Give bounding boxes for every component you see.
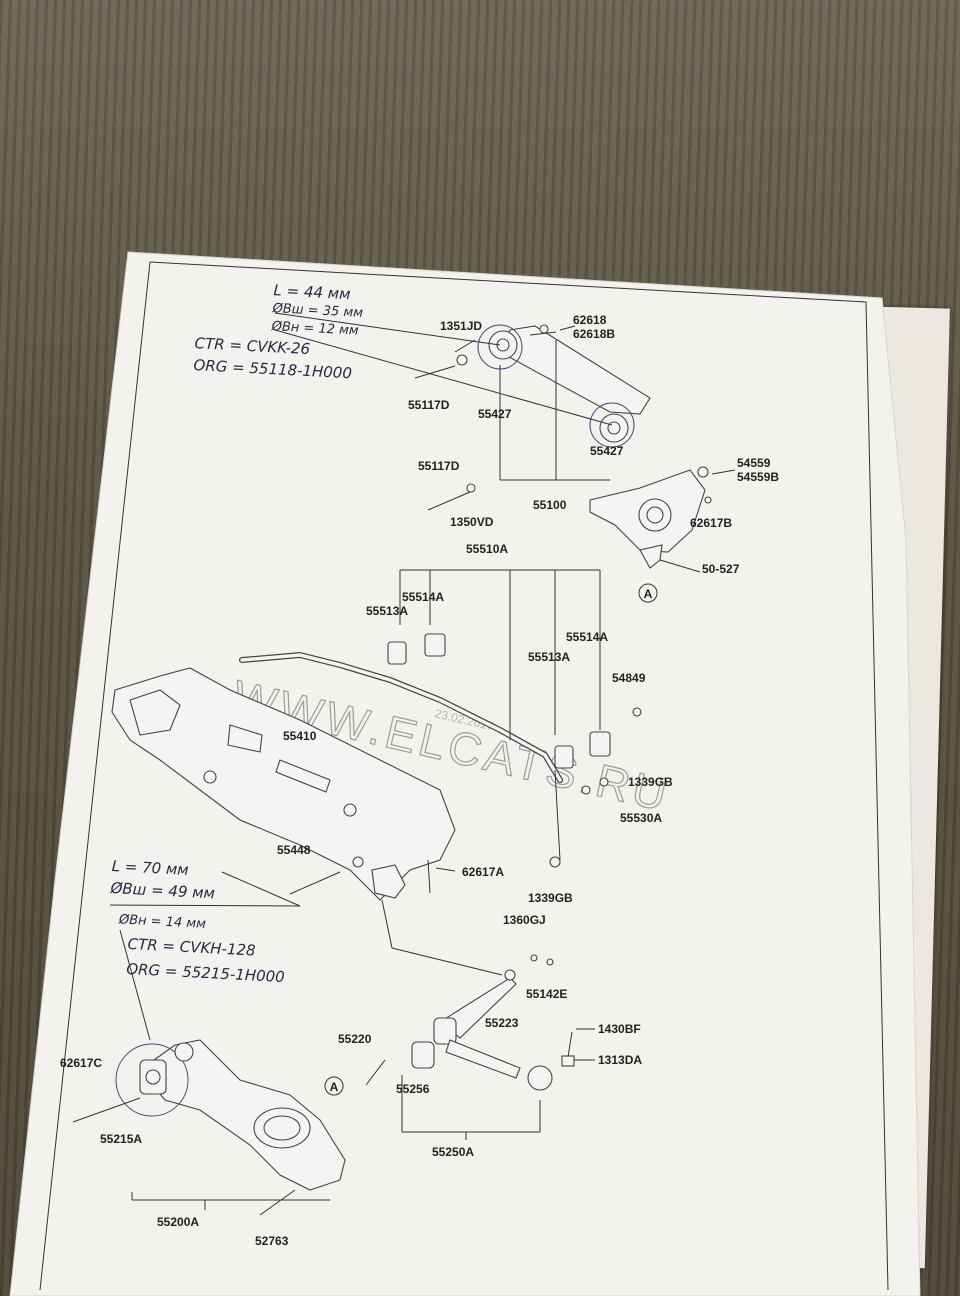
trailing-link — [365, 954, 595, 1140]
svg-text:A: A — [644, 587, 653, 601]
part-label: 1350VD — [450, 515, 494, 529]
note-bottom-line2: ØВш = 49 мм — [109, 879, 215, 902]
part-label: 55200A — [157, 1215, 199, 1229]
part-label: 62617B — [690, 516, 732, 530]
part-label: 62617A — [462, 865, 504, 879]
part-label: 1360GJ — [503, 913, 546, 927]
part-label: 54559B — [737, 470, 779, 484]
part-label: 55514A — [566, 630, 608, 644]
part-label: 55513A — [528, 650, 570, 664]
part-label: 1351JD — [440, 319, 482, 333]
part-label: 55100 — [533, 498, 567, 512]
knuckle — [589, 466, 736, 573]
note-bottom-line1: L = 70 мм — [111, 857, 189, 879]
part-label: 62618B — [573, 327, 615, 341]
upper-arm-assembly — [274, 312, 651, 511]
note-top-line1: L = 44 мм — [273, 281, 351, 303]
marker-a-arm: A — [324, 1076, 344, 1096]
crossmember-subframe — [109, 667, 503, 976]
part-label: 55448 — [277, 843, 311, 857]
note-top-line3: ØВн = 12 мм — [270, 319, 359, 339]
part-label: 1313DA — [598, 1053, 642, 1067]
part-label: 55510A — [466, 542, 508, 556]
part-label: 55215A — [100, 1132, 142, 1146]
part-label: 1339GB — [528, 891, 573, 905]
part-label: 55530A — [620, 811, 662, 825]
diagram-frame — [149, 261, 889, 1291]
part-label: 55220 — [338, 1032, 372, 1046]
part-label: 54849 — [612, 671, 646, 685]
stabilizer-bar — [239, 569, 642, 868]
part-label: 55256 — [396, 1082, 430, 1096]
part-label: 55410 — [283, 729, 317, 743]
part-label: 55117D — [418, 459, 460, 473]
part-label: 55427 — [478, 407, 512, 421]
part-label: 55513A — [366, 604, 408, 618]
part-label: 52763 — [255, 1234, 289, 1248]
part-label: 1430BF — [598, 1022, 641, 1036]
lower-control-arm — [72, 929, 346, 1216]
part-label: 50-527 — [702, 562, 740, 576]
part-labels: 1351JD 62618 62618B 55117D 55427 55427 5… — [60, 313, 779, 1248]
note-bottom-line3: ØВн = 14 мм — [118, 912, 207, 932]
note-top-line2: ØВш = 35 мм — [271, 301, 363, 321]
svg-text:A: A — [330, 1080, 339, 1094]
part-label: 54559 — [737, 456, 771, 470]
part-label: 55250A — [432, 1145, 474, 1159]
part-label: 55223 — [485, 1016, 519, 1030]
part-label: 1339GB — [628, 775, 673, 789]
part-label: 55117D — [408, 398, 450, 412]
marker-a-knuckle: A — [638, 583, 658, 603]
part-label: 55142E — [526, 987, 567, 1001]
part-label: 62618 — [573, 313, 607, 327]
part-label: 55514A — [402, 590, 444, 604]
part-label: 62617C — [60, 1056, 102, 1070]
part-label: 55427 — [590, 444, 624, 458]
